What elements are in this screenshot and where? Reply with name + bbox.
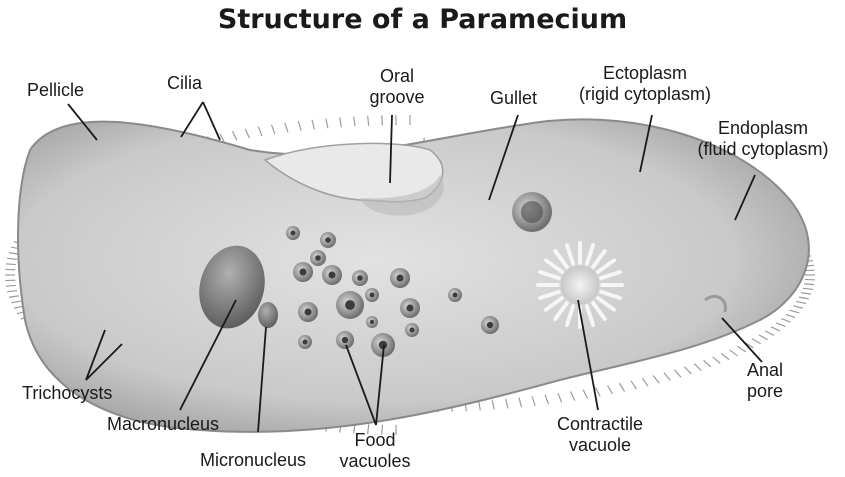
label-ectoplasm: Ectoplasm(rigid cytoplasm) bbox=[560, 63, 730, 105]
cilium bbox=[694, 364, 701, 371]
food-particle bbox=[291, 231, 296, 236]
cilium bbox=[771, 327, 780, 331]
cilium bbox=[6, 285, 16, 286]
cilium bbox=[532, 396, 535, 406]
cilium bbox=[642, 378, 648, 386]
cilium bbox=[631, 381, 637, 389]
cilium bbox=[793, 306, 803, 308]
cilium bbox=[571, 391, 575, 400]
food-particle bbox=[300, 269, 307, 276]
cilium bbox=[801, 293, 811, 294]
food-particle bbox=[303, 340, 308, 345]
cilium bbox=[326, 118, 328, 128]
cilium bbox=[312, 120, 314, 130]
food-particle bbox=[370, 320, 374, 324]
cilium bbox=[619, 383, 624, 391]
cilium bbox=[804, 284, 814, 285]
cilium bbox=[271, 125, 274, 134]
food-particle bbox=[315, 255, 321, 261]
cilium bbox=[245, 129, 249, 138]
cilium bbox=[776, 323, 785, 327]
label-trichocysts: Trichocysts bbox=[22, 383, 112, 404]
food-particle bbox=[305, 309, 312, 316]
cilium bbox=[799, 297, 809, 299]
food-particle bbox=[407, 305, 414, 312]
food-particle bbox=[487, 322, 493, 328]
food-particle bbox=[357, 275, 363, 281]
label-pellicle: Pellicle bbox=[27, 80, 84, 101]
cilium bbox=[479, 401, 481, 411]
cilium bbox=[258, 127, 262, 136]
label-endoplasm: Endoplasm(fluid cytoplasm) bbox=[683, 118, 843, 160]
cilium bbox=[545, 395, 548, 404]
cilium bbox=[790, 310, 800, 313]
label-macronucleus: Macronucleus bbox=[107, 414, 219, 435]
cilium bbox=[803, 288, 813, 289]
cilium bbox=[232, 131, 236, 140]
cilium bbox=[730, 350, 738, 356]
cilium bbox=[382, 115, 383, 125]
cilium bbox=[796, 302, 806, 304]
cilium bbox=[368, 116, 369, 126]
label-gullet: Gullet bbox=[490, 88, 537, 109]
cilium bbox=[492, 400, 494, 410]
cilium bbox=[781, 319, 790, 322]
cilium bbox=[704, 360, 711, 367]
cilium bbox=[340, 117, 342, 127]
label-cilia: Cilia bbox=[167, 73, 202, 94]
food-particle bbox=[370, 293, 375, 298]
food-particle bbox=[329, 272, 336, 279]
cilium bbox=[674, 370, 681, 377]
food-particle bbox=[345, 300, 355, 310]
cilium bbox=[765, 331, 774, 335]
cilium bbox=[721, 353, 729, 359]
cilium bbox=[7, 291, 17, 292]
cilium bbox=[506, 399, 508, 409]
cilium bbox=[737, 346, 745, 352]
food-particle bbox=[325, 237, 331, 243]
cilium bbox=[285, 123, 288, 133]
food-particle bbox=[397, 275, 404, 282]
cilium bbox=[7, 258, 17, 259]
cilium bbox=[684, 367, 691, 374]
cilium bbox=[558, 393, 562, 402]
cilium bbox=[786, 314, 796, 317]
cilium bbox=[752, 339, 761, 344]
cilium bbox=[608, 385, 613, 394]
cilium bbox=[664, 373, 670, 381]
cilium bbox=[9, 296, 19, 297]
cilium bbox=[11, 301, 21, 303]
cilium bbox=[759, 335, 768, 340]
cilium bbox=[653, 375, 659, 383]
cilium bbox=[713, 357, 721, 363]
food-particle bbox=[453, 293, 458, 298]
cilium bbox=[519, 398, 522, 408]
food-particle bbox=[410, 328, 415, 333]
cilium bbox=[354, 117, 355, 127]
food-particle bbox=[342, 337, 348, 343]
cilium bbox=[298, 121, 301, 131]
label-micronucleus: Micronucleus bbox=[200, 450, 306, 471]
cilium bbox=[583, 390, 587, 399]
cilium bbox=[6, 264, 16, 265]
micronucleus-shape bbox=[258, 302, 278, 328]
